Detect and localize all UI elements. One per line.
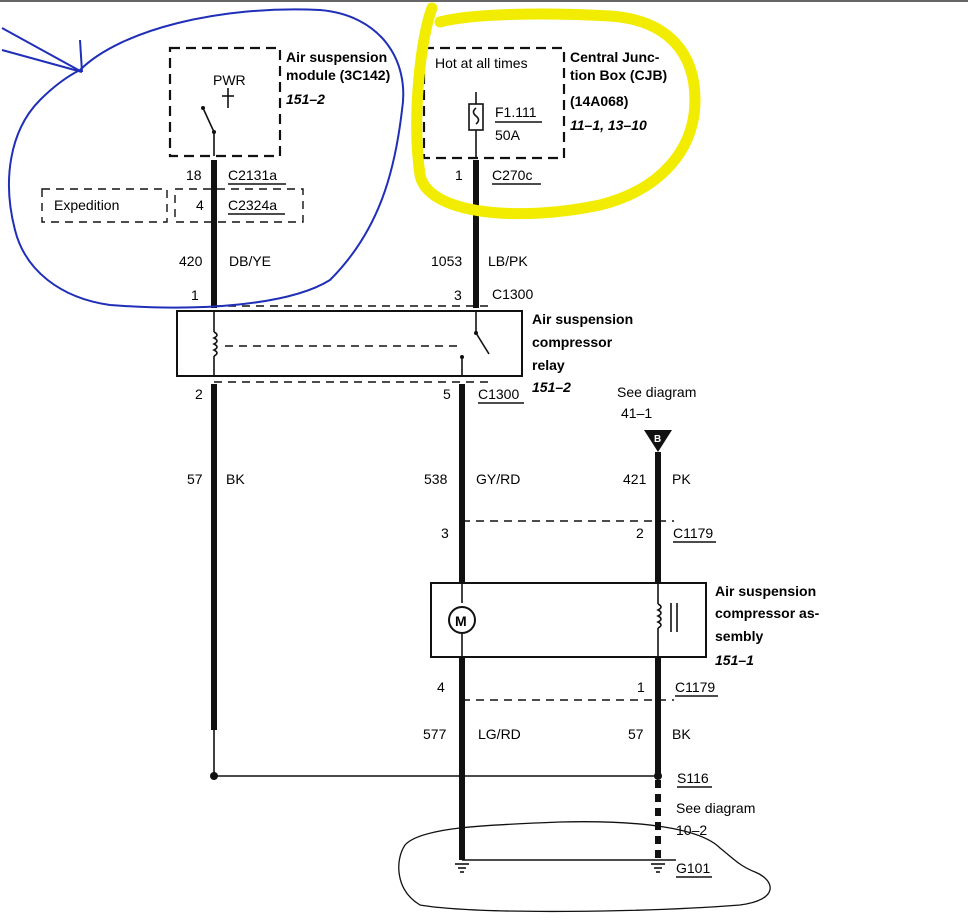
- module-pin: 18: [186, 167, 202, 183]
- cjb-name-line3: (14A068): [570, 93, 628, 109]
- see-diagram-top-line2: 41–1: [621, 405, 652, 421]
- fuse-icon: [468, 92, 484, 158]
- relay-switch-icon: [460, 311, 490, 376]
- yellow-annotation-highlight: [411, 2, 701, 220]
- splice-dot-right: [654, 772, 662, 780]
- compressor-ref: 151–1: [715, 652, 754, 668]
- ground-icon-left: [455, 863, 469, 873]
- cjb-hot-label: Hot at all times: [435, 55, 528, 71]
- expedition-pin: 4: [196, 197, 204, 213]
- relay-ref: 151–2: [532, 379, 571, 395]
- c1179-bottom-pin-right: 1: [637, 679, 645, 695]
- wire-577-number: 577: [423, 726, 447, 742]
- connector-b-icon: B: [644, 430, 672, 452]
- c1179-bottom-pin-left: 4: [437, 679, 445, 695]
- c1179-bottom-connector: C1179: [675, 679, 715, 695]
- wire-57-left-color: BK: [226, 471, 245, 487]
- wire-1053-number: 1053: [431, 253, 462, 269]
- wire-57-right-color: BK: [672, 726, 691, 742]
- module-switch-icon: [201, 88, 234, 134]
- relay-connector-bottom: C1300: [478, 386, 519, 402]
- relay-connector-top: C1300: [492, 286, 533, 302]
- module-connector: C2131a: [228, 167, 277, 183]
- relay-pin-bottom-right: 5: [443, 386, 451, 402]
- compressor-box: [430, 582, 707, 658]
- compressor-name-line1: Air suspension: [715, 583, 816, 599]
- relay-pin-top-right: 3: [454, 287, 462, 303]
- fuse-label: F1.111: [495, 104, 537, 120]
- blue-annotation-circle: [7, 8, 405, 309]
- pwr-label: PWR: [213, 72, 246, 88]
- relay-name-line1: Air suspension: [532, 311, 633, 327]
- cjb-name-line1: Central Junc-: [570, 49, 660, 65]
- wire-577-color: LG/RD: [478, 726, 521, 742]
- see-diagram-top-line1: See diagram: [617, 384, 696, 400]
- wire-1053-color: LB/PK: [488, 253, 528, 269]
- c1179-top-pin-left: 3: [441, 525, 449, 541]
- cjb-pin: 1: [455, 167, 463, 183]
- module-name-line2: module (3C142): [286, 67, 390, 83]
- motor-label: M: [455, 613, 467, 629]
- wire-421-color: PK: [672, 471, 691, 487]
- compressor-name-line2: compressor as-: [715, 605, 820, 621]
- compressor-name-line3: sembly: [715, 628, 763, 644]
- see-diagram-bottom-line2: 10–2: [676, 822, 707, 838]
- blue-annotation-arrow: [1, 27, 83, 73]
- relay-coil-icon: [212, 311, 218, 376]
- expedition-label: Expedition: [54, 197, 119, 213]
- ground-annotation-scribble: [398, 821, 771, 913]
- expedition-connector-box: [174, 188, 304, 223]
- c1179-top-pin-right: 2: [636, 525, 644, 541]
- ground-icon-right: [651, 863, 665, 873]
- motor-icon: [448, 583, 476, 657]
- module-ref: 151–2: [286, 91, 325, 107]
- wire-57-left-number: 57: [187, 471, 203, 487]
- cjb-name-line2: tion Box (CJB): [570, 67, 667, 83]
- connector-b-letter: B: [654, 434, 661, 445]
- see-diagram-bottom-line1: See diagram: [676, 800, 755, 816]
- relay-name-line3: relay: [532, 357, 565, 373]
- ground-label: G101: [676, 860, 710, 876]
- relay-pin-bottom-left: 2: [195, 386, 203, 402]
- wire-421-number: 421: [623, 471, 647, 487]
- cjb-connector: C270c: [492, 167, 532, 183]
- splice-label: S116: [677, 770, 709, 786]
- relay-pin-top-left: 1: [191, 287, 199, 303]
- wire-538-color: GY/RD: [476, 471, 520, 487]
- wire-57-right-number: 57: [628, 726, 644, 742]
- wire-538-number: 538: [424, 471, 448, 487]
- fuse-rating: 50A: [495, 127, 521, 143]
- relay-name-line2: compressor: [532, 334, 613, 350]
- relay-box: [176, 310, 523, 377]
- cjb-ref: 11–1, 13–10: [570, 117, 647, 133]
- expedition-box: [41, 188, 168, 223]
- module-name-line1: Air suspension: [286, 49, 387, 65]
- c1179-top-connector: C1179: [673, 525, 713, 541]
- wire-420-color: DB/YE: [229, 253, 271, 269]
- cjb-box: [422, 46, 566, 160]
- compressor-coil-icon: [656, 583, 678, 657]
- module-box: [168, 46, 282, 158]
- wire-420-number: 420: [179, 253, 203, 269]
- expedition-connector: C2324a: [228, 197, 277, 213]
